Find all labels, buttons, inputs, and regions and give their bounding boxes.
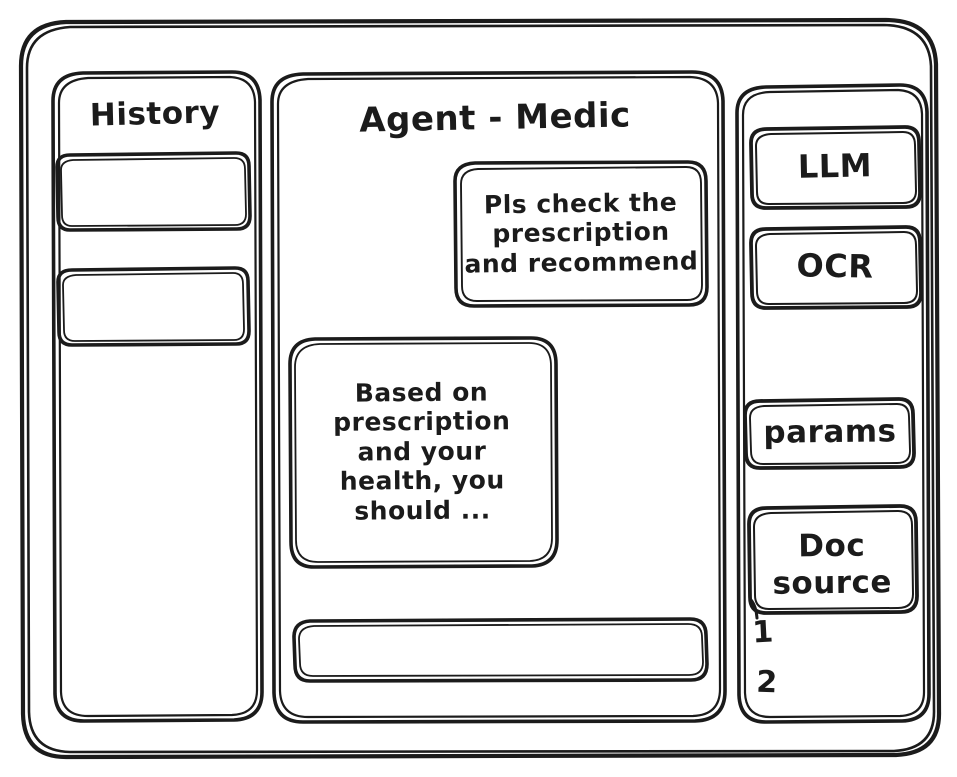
right-panel-stroke (735, 83, 931, 724)
history-panel-stroke (51, 70, 264, 723)
right-panel-stroke-2 (741, 88, 926, 719)
window-frame-stroke-2 (25, 23, 936, 754)
params-button-stroke-2 (749, 403, 911, 465)
assistant-bubble-stroke (288, 336, 559, 569)
history-item-1-stroke (55, 151, 252, 232)
tools-sidebar (737, 85, 929, 722)
window-frame-stroke (18, 17, 942, 760)
history-item-1-stroke-2 (60, 157, 247, 227)
llm-button-stroke-2 (755, 131, 917, 205)
assistant-bubble-stroke-2 (294, 342, 553, 563)
llm-button-stroke (749, 125, 922, 210)
user-bubble-stroke (453, 160, 709, 308)
history-panel-stroke-2 (57, 75, 259, 718)
composer-stroke-2 (298, 623, 704, 677)
doc-source-box-stroke (747, 504, 919, 615)
conversation-panel (272, 72, 725, 722)
user-bubble-stroke-2 (460, 166, 703, 302)
history-item-2-stroke (56, 266, 251, 347)
doc-list-connector (749, 598, 759, 620)
ocr-button-stroke (749, 225, 923, 310)
main-panel-stroke (270, 70, 727, 724)
main-panel-stroke-2 (276, 75, 722, 719)
params-button-stroke (743, 397, 916, 470)
history-sidebar (53, 72, 262, 721)
ocr-button-stroke-2 (755, 231, 918, 305)
history-item-2-stroke-2 (62, 272, 245, 342)
doc-source-box-stroke-2 (753, 510, 914, 610)
composer-stroke (292, 617, 709, 683)
